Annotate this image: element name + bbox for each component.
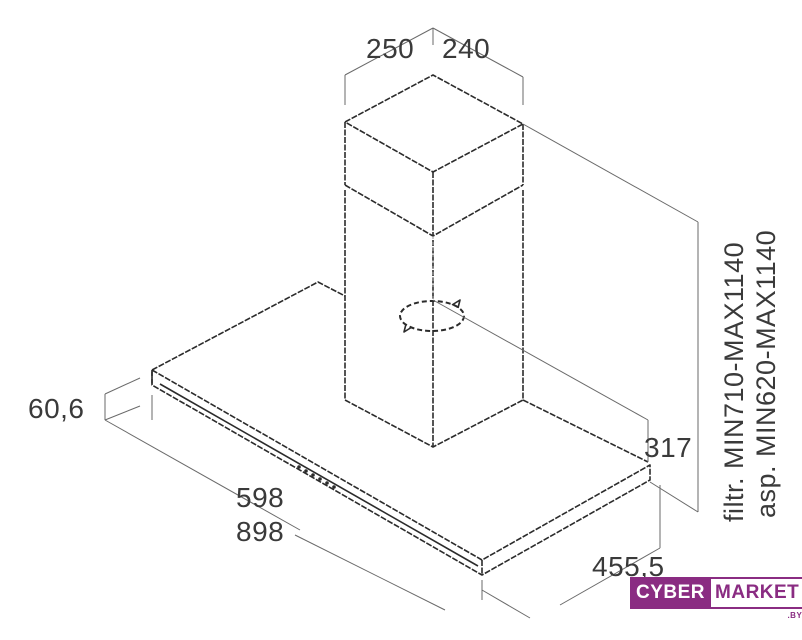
dim-aspiration-range: asp. MIN620-MAX1140 xyxy=(751,230,781,518)
control-buttons xyxy=(297,465,336,489)
hood-canopy xyxy=(151,281,651,576)
airflow-icon xyxy=(399,299,465,333)
dim-inner-width: 598 xyxy=(236,482,284,513)
logo-market-text: MARKET xyxy=(715,582,800,603)
dim-side-height: 317 xyxy=(644,432,692,463)
logo-part-market: MARKET .BY xyxy=(711,577,802,620)
dim-top-right: 240 xyxy=(442,33,490,64)
dim-glass-thickness: 60,6 xyxy=(28,393,85,424)
chimney-lower-section xyxy=(344,190,524,448)
dimension-lines xyxy=(104,27,699,619)
dim-total-width: 898 xyxy=(236,516,284,547)
logo-part-cyber: CYBER xyxy=(630,577,712,609)
logo-tld: .BY xyxy=(787,611,802,620)
chimney-upper-section xyxy=(344,74,524,237)
dim-depth: 455,5 xyxy=(592,551,665,582)
cybermarket-logo: CYBER MARKET .BY xyxy=(630,577,802,620)
dim-top-left: 250 xyxy=(366,33,414,64)
dim-filter-range: filtr. MIN710-MAX1140 xyxy=(719,242,749,522)
